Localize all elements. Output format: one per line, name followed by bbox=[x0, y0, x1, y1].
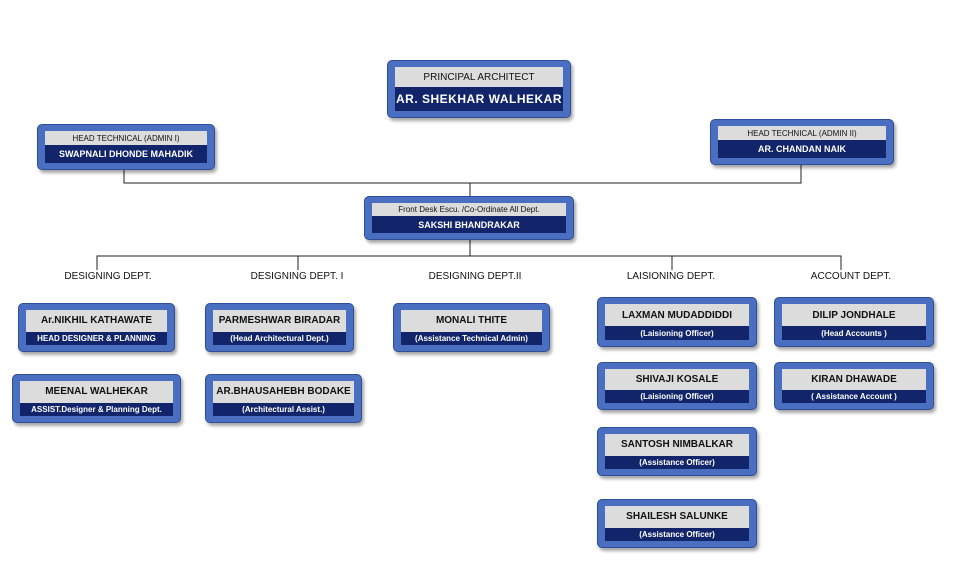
head-technical-admin-1-box: HEAD TECHNICAL (ADMIN I) SWAPNALI DHONDE… bbox=[37, 124, 215, 170]
admin-connector bbox=[123, 165, 802, 184]
admin1-name: SWAPNALI DHONDE MAHADIK bbox=[45, 145, 207, 163]
staff-box: MEENAL WALHEKAR ASSIST.Designer & Planni… bbox=[12, 374, 181, 423]
staff-box: KIRAN DHAWADE ( Assistance Account ) bbox=[774, 362, 934, 410]
staff-name: DILIP JONDHALE bbox=[782, 304, 926, 327]
front-desk-box: Front Desk Escu. /Co-Ordinate All Dept. … bbox=[364, 196, 574, 240]
frontdesk-title: Front Desk Escu. /Co-Ordinate All Dept. bbox=[372, 203, 566, 216]
admin2-title: HEAD TECHNICAL (ADMIN II) bbox=[718, 126, 886, 140]
principal-name: AR. SHEKHAR WALHEKAR bbox=[395, 87, 563, 111]
admin1-title: HEAD TECHNICAL (ADMIN I) bbox=[45, 131, 207, 145]
department-bus bbox=[96, 255, 842, 270]
staff-role: (Assistance Technical Admin) bbox=[401, 331, 542, 345]
principal-title: PRINCIPAL ARCHITECT bbox=[395, 67, 563, 87]
staff-name: SANTOSH NIMBALKAR bbox=[605, 434, 749, 456]
staff-name: KIRAN DHAWADE bbox=[782, 369, 926, 391]
staff-name: LAXMAN MUDADDIDDI bbox=[605, 304, 749, 327]
staff-role: (Assistance Officer) bbox=[605, 527, 749, 541]
admin2-name: AR. CHANDAN NAIK bbox=[718, 140, 886, 158]
staff-box: SHAILESH SALUNKE (Assistance Officer) bbox=[597, 499, 757, 548]
staff-role: (Architectural Assist.) bbox=[213, 402, 354, 416]
staff-role: ASSIST.Designer & Planning Dept. bbox=[20, 402, 173, 416]
dept-label-laisioning: LAISIONING DEPT. bbox=[626, 271, 716, 282]
staff-name: AR.BHAUSAHEBH BODAKE bbox=[213, 381, 354, 403]
head-technical-admin-2-box: HEAD TECHNICAL (ADMIN II) AR. CHANDAN NA… bbox=[710, 119, 894, 165]
staff-box: MONALI THITE (Assistance Technical Admin… bbox=[393, 303, 550, 352]
staff-box: Ar.NIKHIL KATHAWATE HEAD DESIGNER & PLAN… bbox=[18, 303, 175, 352]
staff-role: (Laisioning Officer) bbox=[605, 326, 749, 340]
frontdesk-name: SAKSHI BHANDRAKAR bbox=[372, 216, 566, 233]
dept-label-account: ACCOUNT DEPT. bbox=[810, 271, 892, 282]
dept-label-designing: DESIGNING DEPT. bbox=[64, 271, 152, 282]
staff-box: SANTOSH NIMBALKAR (Assistance Officer) bbox=[597, 427, 757, 476]
staff-name: Ar.NIKHIL KATHAWATE bbox=[26, 310, 167, 332]
staff-box: AR.BHAUSAHEBH BODAKE (Architectural Assi… bbox=[205, 374, 362, 423]
staff-name: PARMESHWAR BIRADAR bbox=[213, 310, 346, 332]
staff-role: (Head Accounts ) bbox=[782, 326, 926, 340]
staff-role: (Head Architectural Dept.) bbox=[213, 331, 346, 345]
dept-label-designing-2: DESIGNING DEPT.II bbox=[428, 271, 522, 282]
staff-name: SHAILESH SALUNKE bbox=[605, 506, 749, 528]
staff-role: (Assistance Officer) bbox=[605, 455, 749, 469]
dept-label-designing-1: DESIGNING DEPT. I bbox=[250, 271, 344, 282]
staff-name: MONALI THITE bbox=[401, 310, 542, 332]
staff-box: SHIVAJI KOSALE (Laisioning Officer) bbox=[597, 362, 757, 410]
principal-architect-box: PRINCIPAL ARCHITECT AR. SHEKHAR WALHEKAR bbox=[387, 60, 571, 118]
staff-box: PARMESHWAR BIRADAR (Head Architectural D… bbox=[205, 303, 354, 352]
staff-role: HEAD DESIGNER & PLANNING bbox=[26, 331, 167, 345]
staff-name: SHIVAJI KOSALE bbox=[605, 369, 749, 391]
staff-role: (Laisioning Officer) bbox=[605, 390, 749, 403]
staff-name: MEENAL WALHEKAR bbox=[20, 381, 173, 403]
staff-box: LAXMAN MUDADDIDDI (Laisioning Officer) bbox=[597, 297, 757, 347]
staff-box: DILIP JONDHALE (Head Accounts ) bbox=[774, 297, 934, 347]
staff-role: ( Assistance Account ) bbox=[782, 390, 926, 403]
